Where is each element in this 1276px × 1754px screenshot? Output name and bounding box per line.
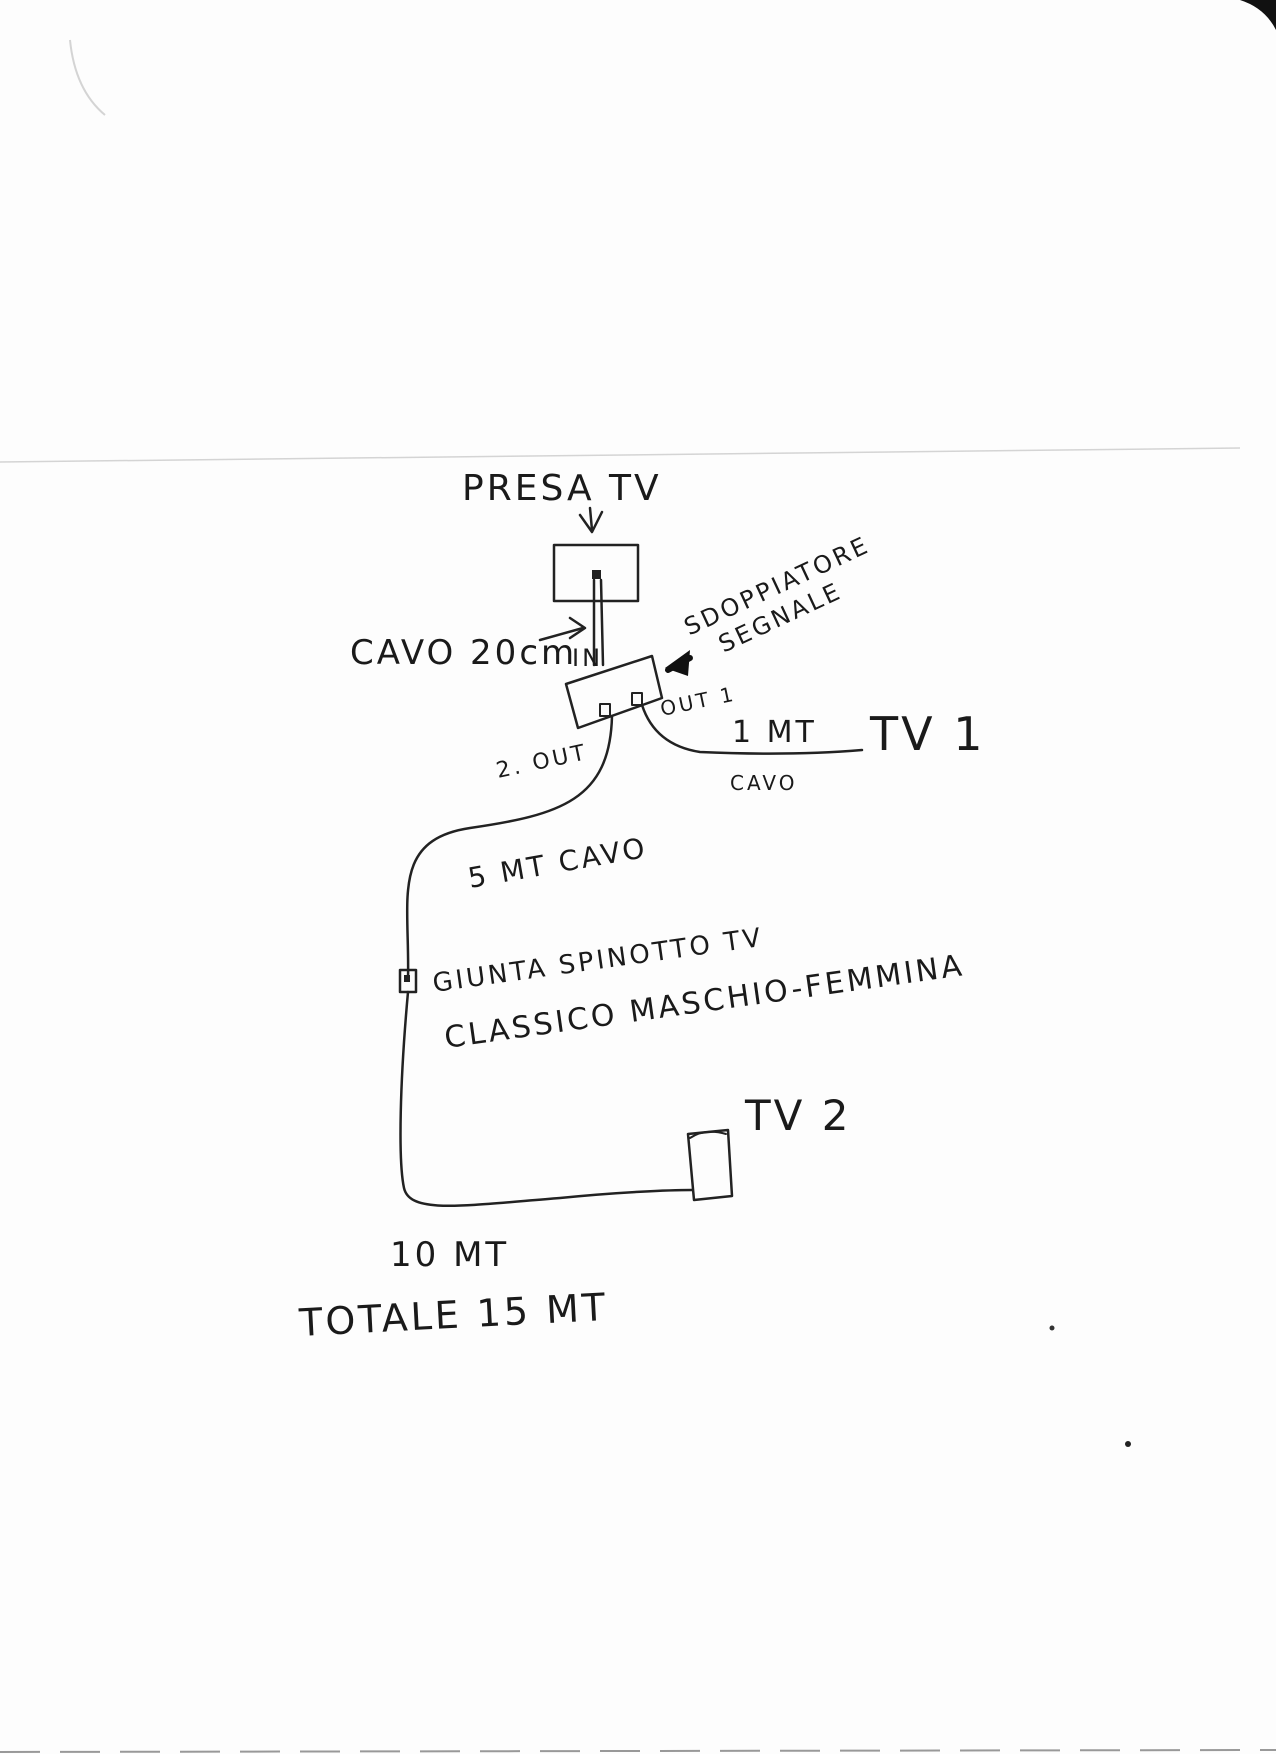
out2-label: 2. OUT: [494, 740, 590, 784]
cavo-20cm-label: CAVO 20cm: [350, 633, 577, 673]
totale-label: TOTALE 15 MT: [297, 1285, 609, 1345]
wall-socket-box: [552, 543, 640, 603]
splitter-box: [564, 654, 664, 730]
tv2-label: TV 2: [744, 1091, 851, 1140]
presa-tv-label: PRESA TV: [462, 468, 662, 509]
presa-arrow-icon: [578, 506, 604, 534]
socket-port: [592, 570, 601, 579]
short-cable-wire-b: [599, 578, 605, 667]
splitter-out2-port: [599, 703, 611, 717]
scan-bottom-edge: [0, 1749, 1276, 1753]
ten-mt-label: 10 MT: [390, 1235, 509, 1275]
tv1-label: TV 1: [869, 707, 985, 761]
five-mt-cavo-label: 5 MT CAVO: [465, 831, 649, 895]
out1-label: OUT 1: [658, 681, 738, 720]
cavo-label: CAVO: [730, 771, 797, 795]
cavo-arrow-icon: [538, 616, 587, 642]
in-label: IN: [572, 644, 603, 672]
splitter-out1-port: [631, 692, 643, 706]
sdoppiatore-arrow-icon: [665, 650, 693, 676]
scan-speck: [1049, 1325, 1055, 1331]
tv2-icon: [686, 1128, 734, 1202]
scan-fold-line: [0, 447, 1241, 463]
cable-5mt: [405, 714, 614, 980]
scan-corner-shadow: [1240, 0, 1276, 30]
one-mt-label: 1 MT: [732, 715, 817, 750]
cable-to-tv1: [640, 703, 864, 755]
scan-speck: [1125, 1441, 1131, 1447]
cable-10mt: [399, 990, 694, 1207]
joint-connector-pin: [404, 975, 410, 982]
scan-artifact-curve: [69, 39, 106, 116]
